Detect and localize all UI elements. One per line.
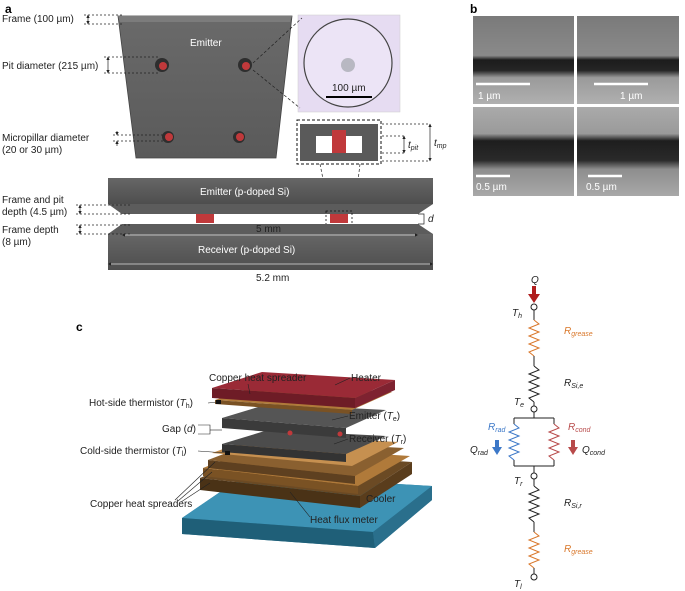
dim-5mm-label: 5 mm: [256, 224, 281, 235]
side-view-assembly: Emitter (p-doped Si) Receiver (p-doped S…: [107, 178, 434, 284]
receiver-side-label: Receiver (p-doped Si): [198, 245, 295, 256]
circuit-Th-label: Th: [512, 308, 522, 320]
circuit-R-rad: Rrad: [488, 422, 506, 434]
sem-scale-1: 1 µm: [478, 91, 500, 102]
cooler-label: Cooler: [366, 494, 396, 505]
heater-label: Heater: [351, 373, 382, 384]
pillar-cross-section-inset: tpit tmp: [296, 119, 447, 215]
circuit-Q-rad: Qrad: [470, 445, 489, 457]
pit-diameter-label: Pit diameter (215 µm): [2, 61, 98, 72]
receiver-stack-label: Receiver (Tr): [349, 434, 406, 446]
stack-labels: Copper heat spreader Heater Hot-side the…: [80, 373, 406, 526]
sem-image-3: 0.5 µm: [473, 107, 574, 196]
panel-label-c: c: [76, 320, 83, 334]
copper-top-label: Copper heat spreader: [209, 373, 307, 384]
sem-image-2: 1 µm: [577, 16, 679, 104]
pit: [238, 58, 252, 72]
circuit-R-grease-top: Rgrease: [564, 326, 593, 338]
sem-scale-4: 0.5 µm: [586, 182, 617, 193]
circuit-R-si-r: RSi,r: [564, 498, 582, 510]
panel-label-b: b: [470, 2, 477, 16]
t-mp-label: tmp: [434, 138, 447, 150]
sem-scale-2: 1 µm: [620, 91, 642, 102]
sem-image-4: 0.5 µm: [577, 107, 679, 196]
pit: [233, 131, 245, 143]
pit-annotation: Pit diameter (215 µm): [2, 56, 160, 74]
copper-spreaders-label: Copper heat spreaders: [90, 499, 192, 510]
circuit-Te-label: Te: [514, 397, 524, 409]
cold-thermistor-label: Cold-side thermistor (Tl): [80, 446, 187, 458]
panel-label-a: a: [5, 2, 12, 16]
circuit-Q-cond: Qcond: [582, 445, 606, 457]
pit: [162, 131, 174, 143]
emitter-top-view: Emitter: [117, 15, 293, 159]
gap-label: Gap (d): [162, 424, 196, 435]
micropillar: [330, 214, 348, 223]
circuit-Tr-label: Tr: [514, 476, 523, 488]
sem-image-1: 1 µm: [473, 16, 574, 104]
circuit-R-cond: Rcond: [568, 422, 592, 434]
pit-micrograph-inset: 100 µm: [252, 14, 401, 113]
emitter-stack-label: Emitter (Te): [349, 411, 400, 423]
inset-scale-label: 100 µm: [332, 83, 366, 94]
pit: [155, 58, 169, 72]
micropillar-annotation: Micropillar diameter (20 or 30 µm): [2, 131, 164, 156]
circuit-Q-label: Q: [531, 275, 539, 286]
frame-pit-depth-label-2: depth (4.5 µm): [2, 207, 67, 218]
circuit-R-si-e: RSi,e: [564, 378, 583, 390]
gap-d-label: d: [428, 214, 434, 225]
heat-flux-meter-label: Heat flux meter: [310, 515, 378, 526]
frame-depth-annotation: Frame depth (8 µm): [2, 224, 130, 248]
measurement-stack: [182, 372, 432, 548]
frame-label: Frame (100 µm): [2, 14, 74, 25]
dim-5-2mm-label: 5.2 mm: [256, 273, 289, 284]
sem-scale-3: 0.5 µm: [476, 182, 507, 193]
frame-pit-depth-label-1: Frame and pit: [2, 195, 64, 206]
frame-annotation: Frame (100 µm): [2, 14, 124, 25]
frame-depth-label-2: (8 µm): [2, 237, 31, 248]
micropillar: [196, 214, 214, 223]
micropillar-label-2: (20 or 30 µm): [2, 145, 62, 156]
micropillar-label-1: Micropillar diameter: [2, 133, 90, 144]
hot-thermistor-label: Hot-side thermistor (Th): [89, 398, 193, 410]
frame-pit-depth-annotation: Frame and pit depth (4.5 µm): [2, 195, 130, 218]
thermal-circuit: Q Th Rgrease RSi,e Te Rrad Rcond Qrad: [470, 275, 606, 591]
circuit-Tl-label: Tl: [514, 579, 522, 591]
frame-depth-label-1: Frame depth: [2, 225, 59, 236]
t-pit-label: tpit: [408, 140, 419, 152]
circuit-R-grease-bot: Rgrease: [564, 544, 593, 556]
emitter-side-label: Emitter (p-doped Si): [200, 187, 289, 198]
emitter-label: Emitter: [190, 38, 222, 49]
